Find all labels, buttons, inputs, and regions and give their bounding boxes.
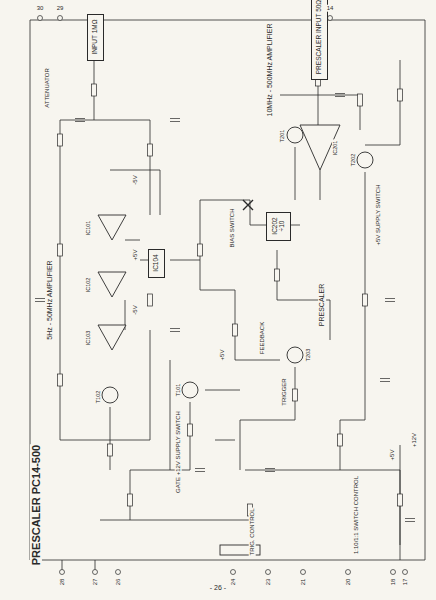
terminal-pin (346, 570, 351, 575)
terminal-pin (391, 570, 396, 575)
capacitor-symbol (170, 119, 180, 122)
component-ref: T101 (175, 383, 181, 398)
terminal-pin (38, 16, 43, 21)
diagram-title: PRESCALER PC14-500 (30, 444, 42, 566)
page-number: - 26 - (209, 584, 227, 592)
component-ref: IC101 (85, 220, 91, 237)
supply-label: +12V (411, 432, 418, 448)
capacitor-symbol (380, 379, 390, 382)
section-label: BIAS SWITCH (229, 207, 236, 248)
terminal-pin (58, 16, 63, 21)
section-label: FEEDBACK (259, 321, 266, 355)
supply-label: +5V (219, 349, 226, 362)
section-label: TRIG. CONTROL (249, 507, 256, 556)
block-label: IC104 (152, 254, 159, 271)
supply-label: -5V (132, 174, 139, 185)
pin-number: 28 (59, 578, 66, 587)
component-ref: T202 (350, 153, 356, 168)
resistor-symbol (358, 94, 363, 106)
circuit-block: IC202÷10 (266, 212, 291, 241)
pin-number: 18 (390, 578, 397, 587)
resistor-symbol (188, 424, 193, 436)
pin-number: 27 (92, 578, 99, 587)
terminal-pin (301, 570, 306, 575)
resistor-symbol (128, 494, 133, 506)
resistor-symbol (363, 294, 368, 306)
pin-number: 21 (300, 578, 307, 587)
resistor-symbol (58, 374, 63, 386)
section-label: ATTENUATOR (44, 67, 51, 109)
resistor-symbol (338, 434, 343, 446)
resistor-symbol (58, 244, 63, 256)
capacitor-symbol (385, 299, 395, 302)
capacitor-symbol (265, 469, 275, 472)
component-ref: IC201 (332, 140, 338, 157)
pin-number: 29 (56, 5, 65, 12)
component-ref: T203 (305, 348, 311, 363)
resistor-symbol (92, 84, 97, 96)
terminal-pin (60, 570, 65, 575)
block-label: INPUT 1MΩ (91, 19, 98, 54)
terminal-pin (231, 570, 236, 575)
circuit-block: IC104 (148, 249, 165, 278)
block-label: ÷10 (278, 217, 285, 234)
terminal-pin (328, 16, 333, 21)
section-label: 10MHz - 500MHz AMPLIFIER (266, 23, 274, 118)
circuit-block: INPUT 1MΩ (87, 14, 104, 61)
pin-number: 17 (402, 578, 409, 587)
supply-label: -5V (132, 304, 139, 315)
component-ref: IC102 (85, 277, 91, 294)
block-label: IC202 (271, 217, 278, 234)
capacitor-symbol (405, 519, 415, 522)
capacitor-symbol (335, 94, 345, 97)
resistor-symbol (275, 269, 280, 281)
supply-label: +5V (132, 249, 139, 262)
pin-number: 26 (115, 578, 122, 587)
resistor-symbol (148, 144, 153, 156)
resistor-symbol (398, 89, 403, 101)
terminal-pin (93, 570, 98, 575)
capacitor-symbol (75, 119, 85, 122)
resistor-symbol (148, 294, 153, 306)
section-label: TRIGGER (281, 377, 288, 406)
resistor-symbol (198, 244, 203, 256)
resistor-symbol (108, 444, 113, 456)
capacitor-symbol (170, 329, 180, 332)
pin-number: 30 (36, 5, 45, 12)
section-label: +5V SUPPLY SWITCH (375, 184, 382, 247)
pin-number: 23 (265, 578, 272, 587)
component-ref: IC103 (85, 330, 91, 347)
pin-number: 20 (345, 578, 352, 587)
section-label: 1:10/1:1 SWITCH CONTROL (353, 475, 360, 555)
capacitor-symbol (195, 469, 205, 472)
capacitor-symbol (35, 299, 45, 302)
pin-number: 14 (326, 5, 335, 12)
pin-number: 24 (230, 578, 237, 587)
resistor-symbol (233, 324, 238, 336)
circuit-block: PRESCALER INPUT 50Ω (311, 0, 328, 80)
resistor-symbol (293, 389, 298, 401)
resistor-symbol (398, 494, 403, 506)
terminal-pin (116, 570, 121, 575)
component-ref: T102 (95, 390, 101, 405)
resistor-symbol (58, 134, 63, 146)
section-label: 5Hz - 50MHz AMPLIFIER (46, 259, 54, 340)
terminal-pin (266, 570, 271, 575)
section-label: GATE +12V SUPPLY SWITCH (175, 410, 182, 494)
component-ref: T201 (279, 129, 285, 144)
section-label: PRESCALER (318, 283, 326, 327)
terminal-pin (403, 570, 408, 575)
supply-label: +5V (389, 449, 396, 462)
block-label: PRESCALER INPUT 50Ω (315, 0, 322, 74)
